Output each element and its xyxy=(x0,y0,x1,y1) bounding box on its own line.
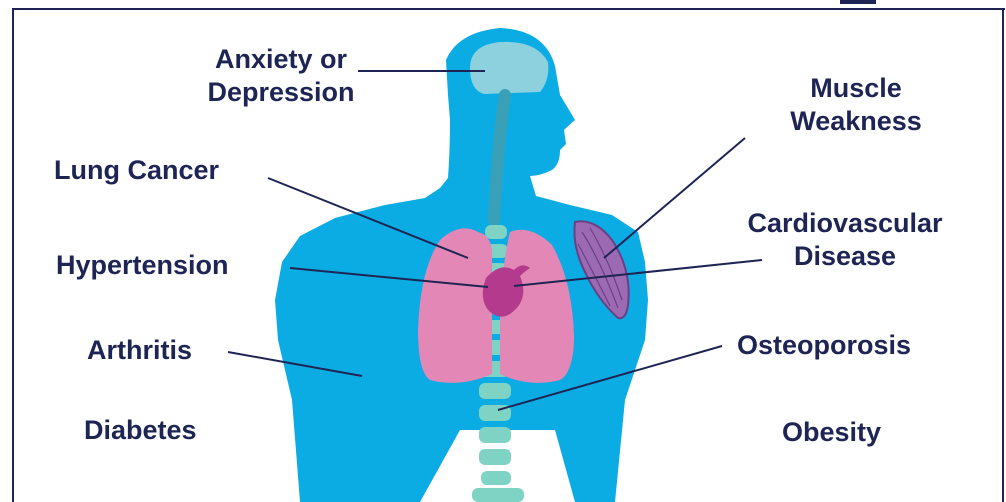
label-anxiety-or-depression: Anxiety or Depression xyxy=(188,43,374,109)
label-osteoporosis: Osteoporosis xyxy=(737,329,911,362)
label-cardiovascular-disease: Cardiovascular Disease xyxy=(720,207,970,273)
brain-shape xyxy=(470,42,548,94)
label-muscle-weakness: Muscle Weakness xyxy=(756,72,956,138)
label-hypertension: Hypertension xyxy=(56,249,229,282)
label-lung-cancer: Lung Cancer xyxy=(54,154,219,187)
label-obesity: Obesity xyxy=(782,416,881,449)
label-arthritis: Arthritis xyxy=(87,334,192,367)
label-diabetes: Diabetes xyxy=(84,414,197,447)
